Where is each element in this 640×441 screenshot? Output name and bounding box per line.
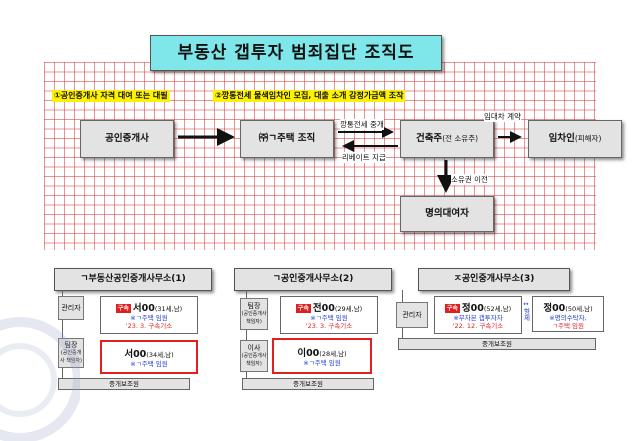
- person-note: ※ㄱ주택 임원: [130, 314, 168, 322]
- person-note: ※명의수탁자,: [549, 314, 587, 322]
- person-age: (28세,남): [319, 350, 347, 358]
- person-name: 서00: [124, 349, 147, 360]
- page-title: 부동산 갭투자 범죄집단 조직도: [150, 35, 442, 71]
- note-license-lending: ①공인중개사 자격 대여 또는 대필: [52, 90, 170, 102]
- role-sub-label: (공인중개사 책임자): [60, 350, 82, 364]
- office-3-person-2: 정00(50세,남) ※명의수탁자, ㄱ주택 임원: [532, 296, 604, 332]
- tenant-sub-label: (피해자): [574, 134, 602, 143]
- office-2-role-1: 팀장 (공인중개사 책임자): [240, 298, 268, 330]
- office-2-person-2: 이00(28세,남) ※ㄱ주택 임원: [272, 338, 372, 374]
- office-3-footer: 중개보조원: [398, 338, 596, 350]
- person-indictment: '23. 3. 구속기소: [125, 322, 173, 330]
- sibling-link: ↔ 형제: [522, 300, 530, 321]
- label-ownership-transfer: 소유권 이전: [451, 174, 488, 185]
- person-age: (34세,남): [146, 351, 174, 359]
- role-sub-label: (공인중개사 책임자): [241, 311, 267, 325]
- tenant-box: 임차인(피해자): [528, 120, 622, 158]
- arrest-tag: 구속: [295, 304, 311, 313]
- person-age: (52세,남): [483, 305, 512, 313]
- sibling-label: 형제: [522, 308, 530, 321]
- builder-sub-label: (전 소유주): [442, 134, 479, 143]
- company-box: ㈜ㄱ주택 조직: [240, 120, 334, 158]
- tenant-label: 임차인: [548, 133, 575, 144]
- emblem-watermark: [0, 317, 80, 441]
- person-name: 전00: [312, 303, 335, 314]
- office-3-header: ㅈ공인중개사무소(3): [418, 268, 570, 291]
- office-2-footer: 중개보조원: [242, 378, 374, 390]
- nominee-box: 명의대여자: [400, 196, 494, 232]
- double-arrow-icon: ↔: [523, 300, 529, 308]
- office-1-person-2: 서00(34세,남) ※ㄱ주택 임원: [100, 340, 198, 374]
- office-1-role-2: 팀장 (공인중개사 책임자): [58, 338, 84, 368]
- office-2-header: ㄱ공인중개사무소(2): [234, 268, 392, 291]
- person-age: (29세,남): [334, 305, 363, 313]
- label-rebate: 리베이트 지급: [342, 152, 386, 163]
- person-note: ※ㄱ주택 임원: [303, 359, 341, 367]
- role-label: 팀장: [64, 341, 78, 349]
- person-note: ※ㄱ주택 임원: [130, 360, 168, 368]
- arrest-tag: 구속: [444, 304, 460, 313]
- office-2-role-2: 이사 (공인중개사 책임자): [240, 340, 268, 372]
- person-age: (50세,남): [565, 305, 593, 313]
- role-label: 이사: [247, 344, 261, 352]
- person-note: ※무자본 갭투자자: [453, 314, 503, 322]
- office-3-role-1: 관리자: [396, 302, 428, 328]
- broker-box: 공인중개사: [80, 120, 174, 158]
- office-1-role-1: 관리자: [58, 296, 84, 320]
- person-note: ※ㄱ주택 임원: [310, 314, 348, 322]
- builder-label: 건축주: [415, 133, 443, 144]
- builder-box: 건축주(전 소유주): [400, 120, 494, 158]
- person-name: 정00: [461, 303, 484, 314]
- role-label: 팀장: [247, 302, 261, 310]
- person-age: (31세,남): [154, 305, 183, 313]
- person-name: 이00: [297, 348, 320, 359]
- note-jeonse-scheme: ②깡통전세 물색임차인 모집, 대출 소개 감정가금액 조작: [213, 90, 406, 102]
- office-1-footer: 중개보조원: [58, 378, 190, 390]
- arrest-tag: 구속: [115, 304, 131, 313]
- person-name: 정00: [543, 303, 566, 314]
- person-indictment: '23. 3. 구속기소: [305, 322, 353, 330]
- person-note-2: ㄱ주택 임원: [552, 322, 584, 330]
- person-name: 서00: [132, 303, 155, 314]
- person-indictment: '22. 12. 구속기소: [452, 322, 504, 330]
- office-1-header: ㄱ부동산공인중개사무소(1): [54, 268, 212, 291]
- role-sub-label: (공인중개사 책임자): [241, 353, 267, 367]
- label-jeonse-brokerage: 깡통전세 중개: [340, 119, 384, 130]
- label-lease: 임대차 계약: [484, 111, 521, 122]
